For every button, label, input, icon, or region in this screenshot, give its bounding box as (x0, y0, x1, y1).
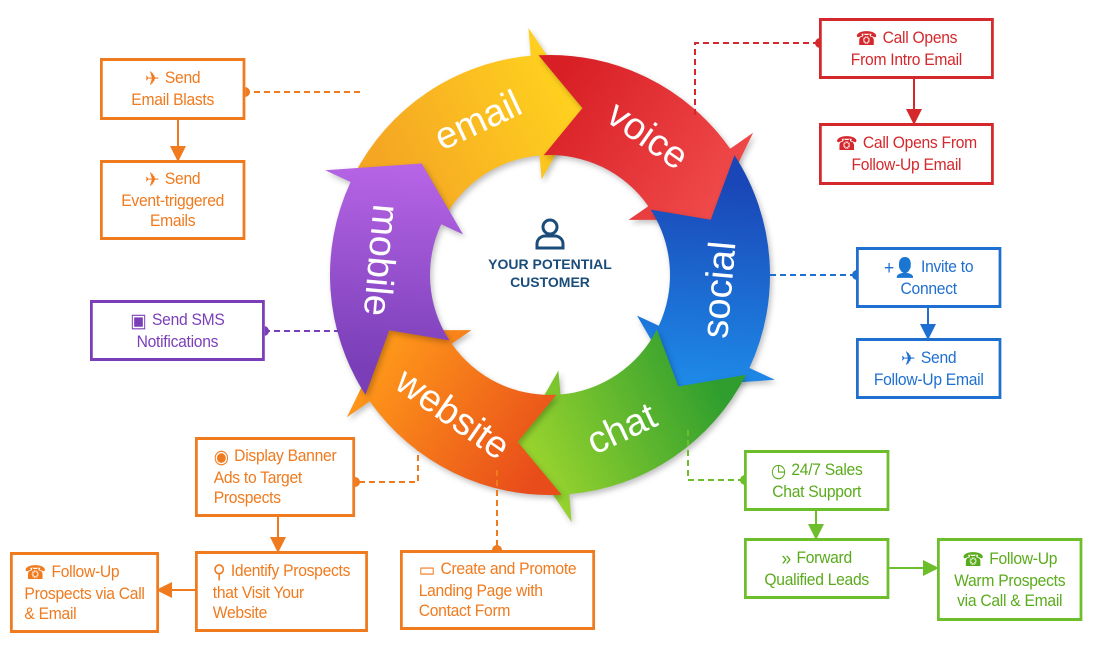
cycle-arrow-voice (538, 54, 754, 220)
call-email-icon: ☎ (962, 549, 984, 571)
phone-icon: ☎ (855, 28, 878, 50)
cycle-label-social: social (694, 240, 744, 340)
add-user-icon: +👤 (884, 257, 916, 279)
center-line2: CUSTOMER (510, 274, 590, 290)
center-line1: YOUR POTENTIAL (488, 256, 612, 272)
cycle-arrow-website (346, 330, 562, 496)
paper-plane-icon: ✈ (145, 170, 160, 191)
browser-window-icon: ▭ (418, 560, 436, 581)
link-chat (687, 430, 745, 481)
paper-plane-icon: ✈ (901, 348, 916, 370)
call-email-icon: ☎ (24, 562, 46, 584)
clock-icon: ◷ (770, 460, 786, 482)
link-voice (694, 42, 820, 115)
search-icon: ⚲ (212, 561, 226, 583)
cycle-arrow-social (637, 155, 775, 387)
target-icon: ◉ (213, 447, 229, 468)
cycle-arrow-chat (517, 329, 746, 523)
person-icon (535, 218, 565, 250)
paper-plane-icon: ✈ (145, 69, 160, 90)
chevrons-icon: » (781, 548, 791, 570)
message-alert-icon: ▣ (130, 310, 147, 332)
link-website-banner (355, 445, 419, 483)
center-customer: YOUR POTENTIAL CUSTOMER (470, 215, 630, 291)
phone-icon: ☎ (835, 134, 858, 155)
cycle-arrow-email (354, 27, 583, 221)
cycle-label-mobile: mobile (355, 203, 407, 318)
cycle-arrow-mobile (325, 163, 463, 395)
